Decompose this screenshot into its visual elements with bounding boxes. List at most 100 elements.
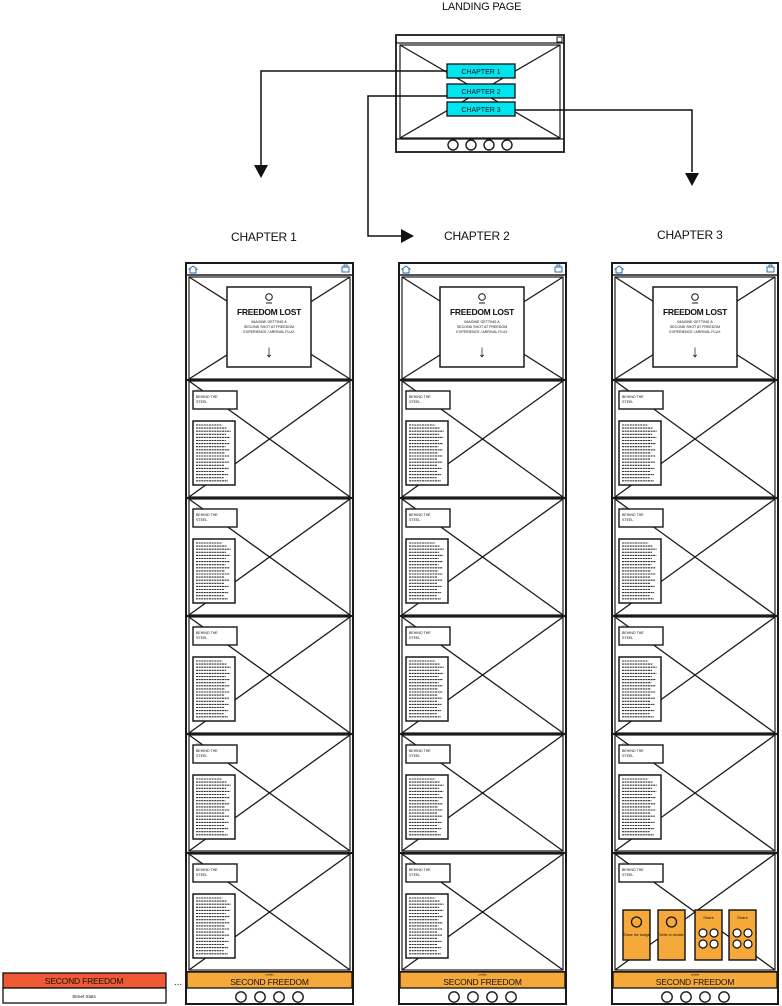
chapter-3-section-label: BEHIND THE xyxy=(622,631,644,635)
share-option-icon xyxy=(709,928,719,938)
chapter-1-section-label: STEEL xyxy=(196,873,207,877)
chapter-3-button xyxy=(446,101,516,117)
share-option-icon xyxy=(743,928,753,938)
chapter-1-section-text-lines xyxy=(196,778,231,836)
chapter-3-section-label: BEHIND THE xyxy=(622,749,644,753)
chapter-1-hero-subtext: EXPERIENCE / ARRIVAL FLUX xyxy=(243,330,295,334)
chapter-2-section-label: STEEL xyxy=(409,400,420,404)
person-icon xyxy=(478,293,486,301)
chapter-3-section-label-dash: — xyxy=(622,504,626,509)
chapter-2-section-text-lines xyxy=(409,778,444,836)
chapter-3-hero-subtext: IMAGINE GETTING A xyxy=(677,320,713,324)
landing-nav-dot xyxy=(501,139,513,151)
chapter-2-section-label: BEHIND THE xyxy=(409,868,431,872)
chapter-3-footer-note: credits xyxy=(691,973,700,977)
chapter-2-footer-banner xyxy=(399,971,566,989)
chapter-1-title: CHAPTER 1 xyxy=(231,230,297,244)
share-card-label: Share the badge xyxy=(623,933,650,937)
chapter-2-title: CHAPTER 2 xyxy=(444,229,510,243)
print-icon xyxy=(766,264,775,273)
chapter-3-section-label-box xyxy=(618,744,664,764)
landing-page-title: LANDING PAGE xyxy=(442,1,522,13)
chapter-1-nav-dot xyxy=(292,991,304,1003)
chapter-2-hero-headline: FREEDOM LOST xyxy=(450,307,515,317)
chapter-3-title: CHAPTER 3 xyxy=(657,228,723,242)
chapter-2-section-text-lines xyxy=(409,660,444,718)
share-card-2 xyxy=(657,909,686,961)
chapter-1-nav-dot xyxy=(254,991,266,1003)
chapter-1-hero-headline: FREEDOM LOST xyxy=(237,307,302,317)
chapter-1-section-label: STEEL xyxy=(196,754,207,758)
share-card-icon xyxy=(630,916,643,928)
chapter-1-section-text-lines xyxy=(196,424,231,482)
chapter-3-section-label: STEEL xyxy=(622,518,633,522)
chapter-1-section-label: BEHIND THE xyxy=(196,513,218,517)
chapter-3-section-label: STEEL xyxy=(622,873,633,877)
chapter-2-section-label-box xyxy=(405,626,451,646)
chapter-2-section-label-box xyxy=(405,744,451,764)
chapter-1-section-label-box xyxy=(192,390,238,410)
chapter-2-nav-dot xyxy=(505,991,517,1003)
home-icon xyxy=(187,265,199,274)
chapter-2-section-5 xyxy=(401,853,564,971)
chapter-2-section-label-box xyxy=(405,390,451,410)
landing-nav-dot xyxy=(483,139,495,151)
home-icon xyxy=(400,265,412,274)
chapter-2-section-text-lines xyxy=(409,424,444,482)
chapter-1-section-label: BEHIND THE xyxy=(196,631,218,635)
chapter-2-section-label: BEHIND THE xyxy=(409,395,431,399)
chapter-2-button-label: CHAPTER 2 xyxy=(461,89,500,96)
chapter-3-nav-dot xyxy=(680,991,692,1003)
person-icon xyxy=(691,293,699,301)
chapter-2-section-label: BEHIND THE xyxy=(409,513,431,517)
chapter-1-section-label: STEEL xyxy=(196,400,207,404)
chapter-2-button xyxy=(446,83,516,99)
chapter-3-button-label: CHAPTER 3 xyxy=(461,107,500,114)
chapter-3-footer-banner xyxy=(612,971,778,989)
chapter-2-section-label-box xyxy=(405,508,451,528)
chapter-3-section-label: BEHIND THE xyxy=(622,868,644,872)
side-footer-ellipsis: ... xyxy=(174,977,182,988)
share-card-icon xyxy=(665,916,678,928)
arrow-to-chapter-2 xyxy=(367,95,447,237)
chapter-3-hero-subtext: EXPERIENCE / ARRIVAL FLUX xyxy=(669,330,721,334)
arrow-down-icon: ↓ xyxy=(691,342,700,361)
chapter-2-section-label: STEEL xyxy=(409,873,420,877)
chapter-3-section-text-lines xyxy=(622,778,657,836)
chapter-1-section-label-box xyxy=(192,744,238,764)
landing-nav-dot xyxy=(465,139,477,151)
chapter-1-section-text-lines xyxy=(196,897,231,955)
chapter-2-nav-dot xyxy=(486,991,498,1003)
share-option-icon xyxy=(698,928,708,938)
side-footer-title: SECOND FREEDOM xyxy=(45,976,124,986)
chapter-2-section-label-dash: — xyxy=(409,386,413,391)
chapter-1-nav-dot xyxy=(235,991,247,1003)
side-footer-subtitle: Street Stats xyxy=(72,994,96,999)
chapter-2-section-4 xyxy=(401,734,564,852)
chapter-3-nav-dot xyxy=(661,991,673,1003)
arrow-head-chapter-3 xyxy=(685,173,699,186)
share-card-label: Write to donate xyxy=(659,933,683,937)
share-option-icon xyxy=(732,928,742,938)
chapter-3-section-label-box xyxy=(618,508,664,528)
chapter-3-section-4 xyxy=(614,734,776,852)
chapter-1-section-label: BEHIND THE xyxy=(196,395,218,399)
chapter-2-hero-subtext: SECOND SHOT AT FREEDOM xyxy=(457,325,507,329)
chapter-1-section-label-dash: — xyxy=(196,622,200,627)
chapter-1-section-4 xyxy=(188,734,351,852)
chapter-2-section-text-lines xyxy=(409,542,444,600)
chapter-1-footer-banner xyxy=(186,971,353,989)
chapter-3-section-label-box xyxy=(618,863,664,883)
chapter-3-section-label-dash: — xyxy=(622,622,626,627)
chapter-1-section-label: STEEL xyxy=(196,518,207,522)
chapter-1-footer-title: SECOND FREEDOM xyxy=(230,977,309,987)
chapter-3-hero-headline: FREEDOM LOST xyxy=(663,307,728,317)
chapter-3-section-label-dash: — xyxy=(622,859,626,864)
chapter-2-hero-subtext: EXPERIENCE / ARRIVAL FLUX xyxy=(456,330,508,334)
chapter-2-hero-subtext: IMAGINE GETTING A xyxy=(464,320,500,324)
arrow-to-chapter-1 xyxy=(260,70,447,165)
landing-nav-dot xyxy=(447,139,459,151)
landing-hero xyxy=(399,44,561,139)
chapter-2-section-label: STEEL xyxy=(409,636,420,640)
